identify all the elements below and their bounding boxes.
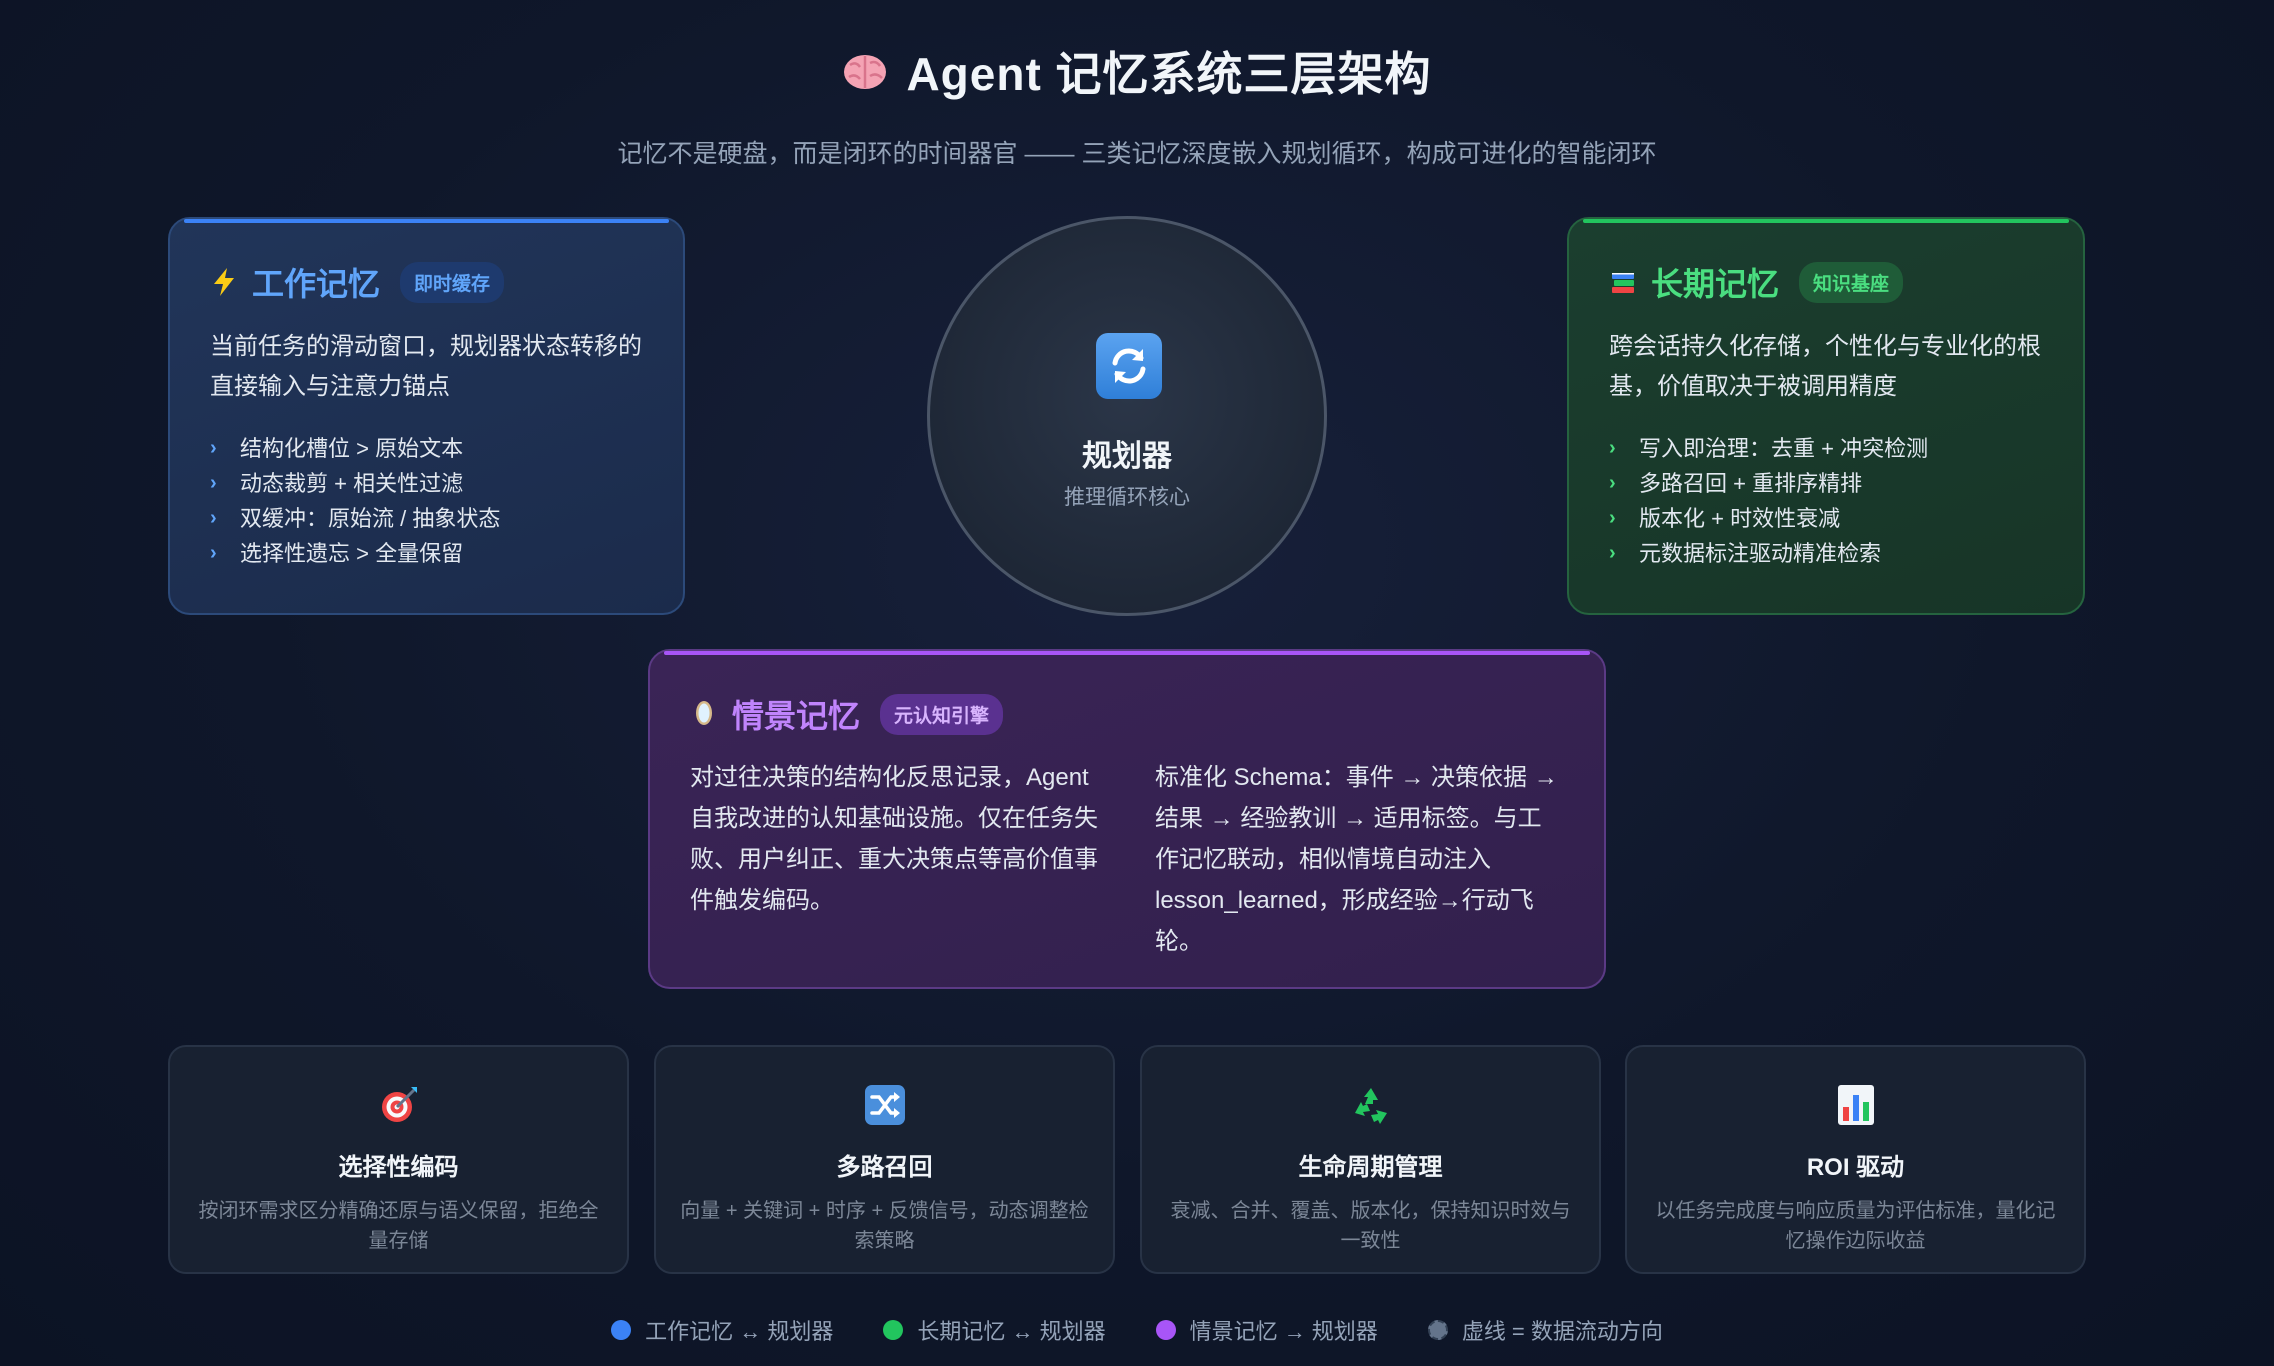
recycle-icon (1354, 1088, 1387, 1124)
episodic-memory-card: 情景记忆 元认知引擎 对过往决策的结构化反思记录，Agent 自我改进的认知基础… (648, 649, 1606, 989)
planner-title: 规划器 (1082, 440, 1172, 473)
list-item: ›双缓冲：原始流 / 抽象状态 (210, 501, 643, 536)
episodic-memory-desc: 对过往决策的结构化反思记录，Agent 自我改进的认知基础设施。仅在任务失败、用… (690, 764, 1098, 914)
list-item: ›元数据标注驱动精准检索 (1609, 536, 2043, 571)
working-memory-card: 工作记忆 即时缓存 当前任务的滑动窗口，规划器状态转移的直接输入与注意力锚点 ›… (168, 217, 685, 615)
list-item: ›写入即治理：去重 + 冲突检测 (1609, 431, 2043, 466)
brain-icon (844, 55, 887, 89)
feature-title: ROI 驱动 (1806, 1154, 1905, 1181)
feature-title: 多路召回 (836, 1154, 933, 1181)
feature-card-multi-recall: 多路召回 向量 + 关键词 + 时序 + 反馈信号，动态调整检索策略 (654, 1045, 1115, 1274)
refresh-icon (1096, 333, 1162, 399)
header: Agent 记忆系统三层架构 记忆不是硬盘，而是闭环的时间器官 —— 三类记忆深… (0, 38, 2274, 170)
legend: 工作记忆 ↔ 规划器 长期记忆 ↔ 规划器 情景记忆 → 规划器 虚线 = 数据… (0, 1314, 2274, 1346)
page-title: Agent 记忆系统三层架构 (842, 38, 1431, 104)
planner-subtitle: 推理循环核心 (1064, 486, 1190, 509)
mirror-icon (696, 701, 712, 725)
list-item: ›版本化 + 时效性衰减 (1609, 501, 2043, 536)
chevron-right-icon: › (1609, 507, 1616, 529)
list-item: ›结构化槽位 > 原始文本 (210, 431, 643, 466)
legend-dot-icon (883, 1320, 904, 1340)
long-term-memory-badge: 知识基座 (1799, 261, 1904, 303)
chevron-right-icon: › (210, 437, 217, 459)
feature-card-selective-encoding: 选择性编码 按闭环需求区分精确还原与语义保留，拒绝全量存储 (168, 1045, 629, 1274)
feature-title: 选择性编码 (338, 1154, 459, 1181)
books-icon (1612, 273, 1634, 293)
feature-desc: 以任务完成度与响应质量为评估标准，量化记忆操作边际收益 (1655, 1200, 2056, 1252)
chevron-right-icon: › (210, 472, 217, 494)
page-title-text: Agent 记忆系统三层架构 (906, 48, 1432, 100)
episodic-memory-schema: 标准化 Schema：事件 → 决策依据 → 结果 → 经验教训 → 适用标签。… (1155, 764, 1558, 955)
feature-card-roi: ROI 驱动 以任务完成度与响应质量为评估标准，量化记忆操作边际收益 (1625, 1045, 2086, 1274)
page-subtitle: 记忆不是硬盘，而是闭环的时间器官 —— 三类记忆深度嵌入规划循环，构成可进化的智… (617, 140, 1657, 168)
lightning-icon (214, 268, 234, 296)
legend-dot-icon (611, 1320, 632, 1340)
long-term-memory-title: 长期记忆 (1651, 266, 1780, 302)
long-term-memory-card: 长期记忆 知识基座 跨会话持久化存储，个性化与专业化的根基，价值取决于被调用精度… (1567, 217, 2085, 615)
planner-node: 规划器 推理循环核心 (927, 216, 1327, 616)
bar-chart-icon (1837, 1085, 1874, 1125)
working-memory-desc: 当前任务的滑动窗口，规划器状态转移的直接输入与注意力锚点 (210, 333, 642, 400)
feature-title: 生命周期管理 (1298, 1154, 1443, 1181)
legend-item-episodic: 情景记忆 → 规划器 (1155, 1314, 1378, 1346)
working-memory-badge: 即时缓存 (400, 261, 505, 303)
legend-dot-icon (1155, 1320, 1176, 1340)
working-memory-list: ›结构化槽位 > 原始文本 ›动态裁剪 + 相关性过滤 ›双缓冲：原始流 / 抽… (210, 431, 643, 571)
episodic-memory-badge: 元认知引擎 (880, 693, 1004, 735)
long-term-memory-list: ›写入即治理：去重 + 冲突检测 ›多路召回 + 重排序精排 ›版本化 + 时效… (1609, 431, 2043, 571)
feature-card-lifecycle: 生命周期管理 衰减、合并、覆盖、版本化，保持知识时效与一致性 (1140, 1045, 1601, 1274)
chevron-right-icon: › (1609, 472, 1616, 494)
chevron-right-icon: › (1609, 437, 1616, 459)
target-icon (381, 1087, 417, 1122)
feature-desc: 衰减、合并、覆盖、版本化，保持知识时效与一致性 (1170, 1200, 1571, 1252)
list-item: ›动态裁剪 + 相关性过滤 (210, 466, 643, 501)
legend-item-longterm: 长期记忆 ↔ 规划器 (883, 1314, 1106, 1346)
list-item: ›选择性遗忘 > 全量保留 (210, 536, 643, 571)
feature-desc: 向量 + 关键词 + 时序 + 反馈信号，动态调整检索策略 (680, 1200, 1089, 1252)
chevron-right-icon: › (210, 542, 217, 564)
feature-desc: 按闭环需求区分精确还原与语义保留，拒绝全量存储 (198, 1200, 599, 1252)
chevron-right-icon: › (210, 507, 217, 529)
working-memory-title: 工作记忆 (252, 266, 381, 302)
legend-dashed-dot-icon (1427, 1320, 1448, 1340)
shuffle-icon (864, 1085, 905, 1125)
legend-item-dashed: 虚线 = 数据流动方向 (1427, 1314, 1663, 1346)
chevron-right-icon: › (1609, 542, 1616, 564)
list-item: ›多路召回 + 重排序精排 (1609, 466, 2043, 501)
long-term-memory-desc: 跨会话持久化存储，个性化与专业化的根基，价值取决于被调用精度 (1609, 333, 2041, 400)
episodic-memory-title: 情景记忆 (732, 698, 861, 734)
legend-item-working: 工作记忆 ↔ 规划器 (611, 1314, 833, 1346)
